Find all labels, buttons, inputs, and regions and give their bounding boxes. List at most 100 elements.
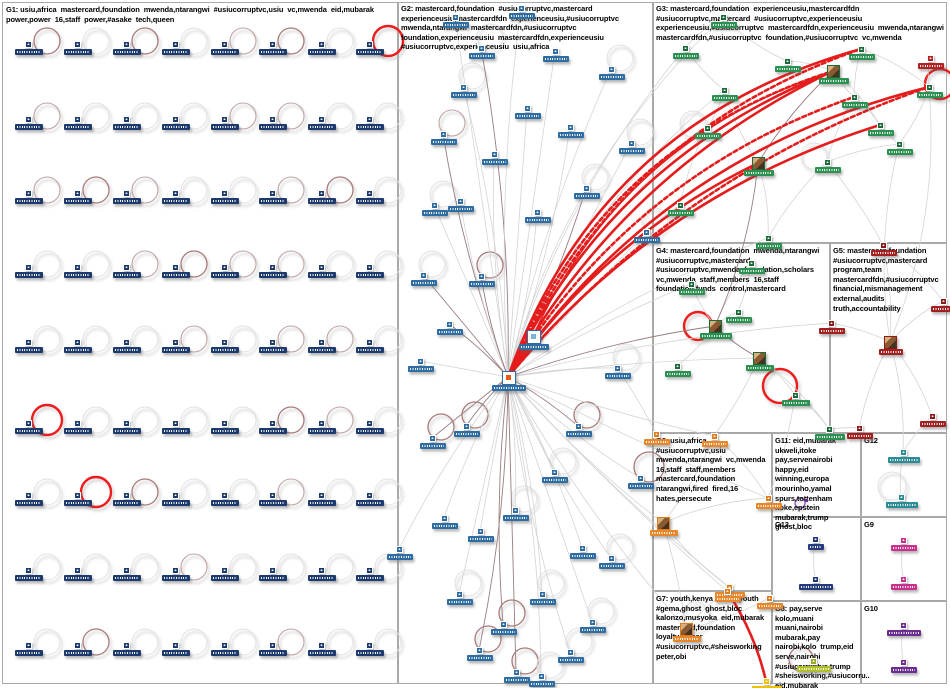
node[interactable] — [805, 499, 808, 502]
node-label[interactable] — [715, 596, 741, 602]
avatar-node[interactable] — [827, 65, 840, 78]
node[interactable] — [900, 576, 907, 583]
node-label[interactable] — [356, 347, 384, 353]
node-label[interactable] — [211, 575, 239, 581]
node-label[interactable] — [211, 347, 239, 353]
node[interactable] — [512, 507, 519, 514]
node[interactable] — [926, 84, 933, 91]
node-label[interactable] — [756, 503, 782, 509]
node-label[interactable] — [702, 441, 728, 447]
node[interactable] — [25, 264, 32, 271]
node-label[interactable] — [482, 159, 508, 165]
node-label[interactable] — [920, 421, 946, 427]
node-label[interactable] — [757, 603, 783, 609]
node-label[interactable] — [529, 681, 555, 687]
node[interactable] — [677, 202, 684, 209]
node[interactable] — [579, 545, 586, 552]
node[interactable] — [221, 116, 228, 123]
hub-node-selected[interactable] — [502, 371, 516, 385]
avatar-node[interactable] — [752, 157, 765, 170]
node-label[interactable] — [451, 92, 477, 98]
node-label[interactable] — [891, 584, 917, 590]
node-label[interactable] — [519, 344, 549, 350]
node-label[interactable] — [509, 13, 535, 19]
node[interactable] — [682, 45, 689, 52]
node-label[interactable] — [64, 198, 92, 204]
node-label[interactable] — [679, 289, 705, 295]
node[interactable] — [452, 14, 459, 21]
node-label[interactable] — [543, 56, 569, 62]
node[interactable] — [851, 94, 858, 101]
node-label[interactable] — [668, 210, 694, 216]
node-label[interactable] — [468, 536, 494, 542]
node[interactable] — [688, 281, 695, 288]
node[interactable] — [221, 567, 228, 574]
node-label[interactable] — [113, 272, 141, 278]
node[interactable] — [763, 678, 770, 685]
node-label[interactable] — [113, 500, 141, 506]
node[interactable] — [792, 392, 799, 399]
node[interactable] — [877, 122, 884, 129]
node-label[interactable] — [308, 272, 336, 278]
node-label[interactable] — [259, 198, 287, 204]
node-label[interactable] — [259, 650, 287, 656]
node[interactable] — [221, 264, 228, 271]
node-label[interactable] — [64, 500, 92, 506]
node[interactable] — [366, 264, 373, 271]
node-label[interactable] — [431, 139, 457, 145]
node-label[interactable] — [700, 333, 732, 339]
node[interactable] — [269, 492, 276, 499]
node[interactable] — [551, 469, 558, 476]
node-label[interactable] — [356, 272, 384, 278]
node-label[interactable] — [819, 78, 849, 84]
node-label[interactable] — [308, 49, 336, 55]
node-label[interactable] — [752, 686, 782, 688]
node[interactable] — [221, 420, 228, 427]
node-label[interactable] — [454, 431, 480, 437]
node[interactable] — [880, 242, 887, 249]
node[interactable] — [366, 41, 373, 48]
node-label[interactable] — [782, 400, 810, 406]
node-label[interactable] — [849, 54, 875, 60]
node[interactable] — [25, 492, 32, 499]
node[interactable] — [366, 339, 373, 346]
node-label[interactable] — [797, 666, 831, 672]
node[interactable] — [269, 190, 276, 197]
node[interactable] — [491, 151, 498, 158]
node[interactable] — [674, 363, 681, 370]
node-label[interactable] — [113, 124, 141, 130]
node-label[interactable] — [162, 198, 190, 204]
node[interactable] — [318, 492, 325, 499]
node-label[interactable] — [420, 443, 446, 449]
node[interactable] — [25, 567, 32, 574]
node[interactable] — [123, 116, 130, 123]
node[interactable] — [318, 567, 325, 574]
node[interactable] — [417, 358, 424, 365]
node[interactable] — [524, 105, 531, 112]
node-label[interactable] — [259, 124, 287, 130]
node-label[interactable] — [868, 130, 894, 136]
node[interactable] — [900, 659, 907, 666]
node-label[interactable] — [356, 198, 384, 204]
node-label[interactable] — [64, 428, 92, 434]
node-label[interactable] — [711, 22, 737, 28]
node-label[interactable] — [808, 544, 824, 550]
node-label[interactable] — [879, 349, 903, 355]
node-label[interactable] — [871, 250, 897, 256]
node-label[interactable] — [64, 272, 92, 278]
node[interactable] — [172, 492, 179, 499]
avatar-node[interactable] — [753, 352, 766, 365]
node-label[interactable] — [888, 457, 920, 463]
node-label[interactable] — [695, 133, 721, 139]
node-label[interactable] — [931, 306, 950, 312]
node-label[interactable] — [15, 500, 43, 506]
node-label[interactable] — [356, 49, 384, 55]
node[interactable] — [74, 420, 81, 427]
node-label[interactable] — [211, 500, 239, 506]
node-label[interactable] — [162, 650, 190, 656]
node[interactable] — [583, 185, 590, 192]
node-label[interactable] — [259, 272, 287, 278]
node-label[interactable] — [847, 433, 873, 439]
node[interactable] — [221, 41, 228, 48]
node[interactable] — [446, 321, 453, 328]
